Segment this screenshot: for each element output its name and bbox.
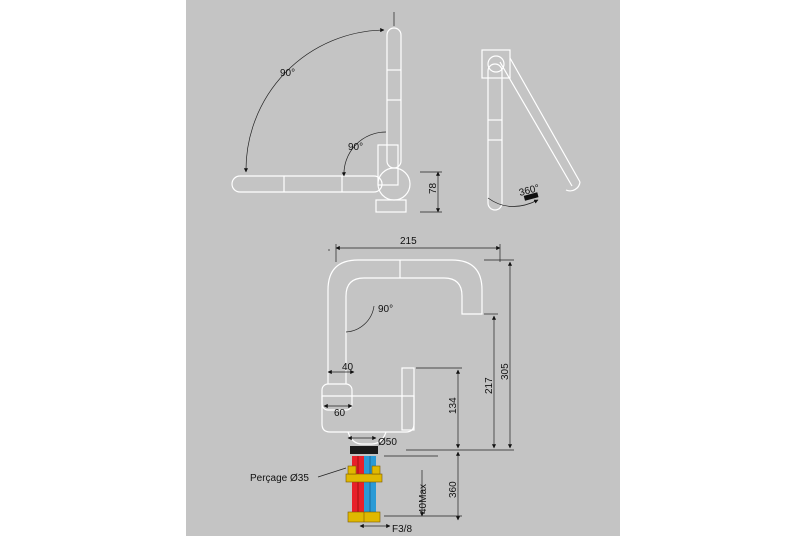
dim-label-50: Ø50: [378, 437, 397, 448]
mount-nut: [350, 446, 378, 454]
rotation-360-arc: [487, 197, 539, 207]
angle-label-360: 360°: [518, 183, 541, 199]
spout-outline: [327, 259, 483, 384]
spout-horizontal: [231, 175, 383, 193]
dim-label-78: 78: [428, 182, 439, 194]
plan-spout-straight: [487, 63, 503, 211]
angle-label-main: 90°: [378, 304, 393, 315]
dim-label-f38: F3/8: [392, 524, 412, 535]
dim-label-134: 134: [448, 397, 459, 414]
side-view: 90° 90° 78: [231, 12, 442, 213]
dim-label-40: 40: [342, 362, 354, 373]
base: [375, 199, 407, 213]
plan-spout-rotated: [499, 57, 581, 187]
plan-body: [481, 49, 511, 79]
angle-label-top-inner: 90°: [348, 142, 363, 153]
mount-bracket: [345, 473, 383, 483]
dim-label-60: 60: [334, 408, 346, 419]
body-lever-hub: [377, 167, 411, 201]
lever: [401, 367, 415, 431]
front-view: 90° 215 305 217 134: [321, 236, 514, 451]
drilling-label: Perçage Ø35: [250, 473, 309, 484]
rotation-arc: [243, 27, 385, 173]
dim-label-217: 217: [484, 377, 495, 394]
angle-arc-main: [345, 305, 375, 333]
dim-label-215: 215: [400, 236, 417, 247]
dim-label-40max: 40Max: [418, 484, 429, 514]
angle-label-top-left: 90°: [280, 68, 295, 79]
spout-vertical: [386, 27, 402, 169]
dim-label-360: 360: [448, 481, 459, 498]
rotation-arc-small: [341, 131, 387, 177]
dim-label-305: 305: [500, 363, 511, 380]
plan-view: 360°: [481, 49, 581, 211]
supply-hoses: Perçage Ø35 40Max 360 F3/8: [250, 446, 462, 535]
